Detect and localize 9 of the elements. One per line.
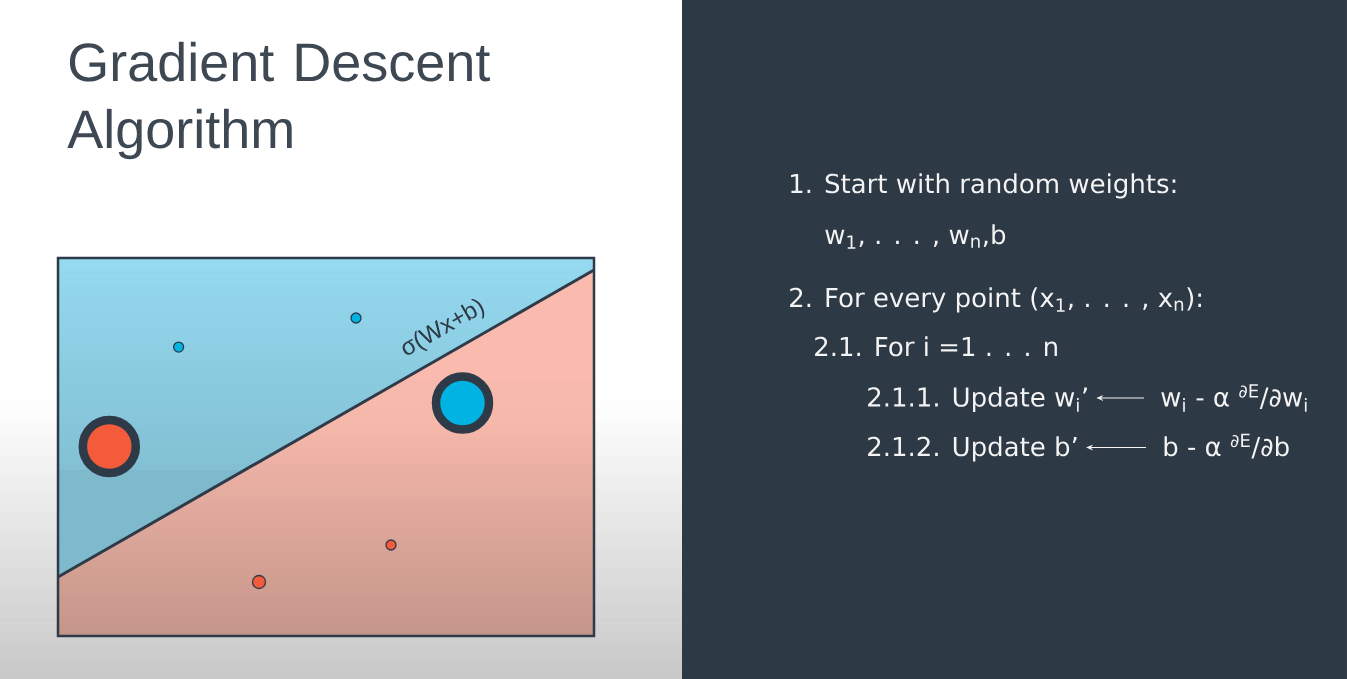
step-text: 1. Start with random weights:	[791, 173, 1176, 199]
step-text: w$_{i}$ - α $^{∂E}$/∂w$_{i}$	[1161, 384, 1307, 412]
step-text: 2. For every point (x$_{1}$, . . . , x$_{n}$):	[790, 287, 1201, 313]
title: Gradient Descent Algorithm	[67, 41, 490, 160]
step-text: b - α $^{∂E}$/∂b	[1164, 433, 1289, 459]
step-text: w$_{1}$, . . . , w$_{n}$,b	[825, 224, 1006, 249]
step-text: 2.1. For i =1 . . . n	[815, 336, 1057, 357]
step-text: 2.1.2. Update b’	[868, 436, 1077, 462]
step-text: 2.1.1. Update w$_{i}$’	[868, 386, 1087, 412]
